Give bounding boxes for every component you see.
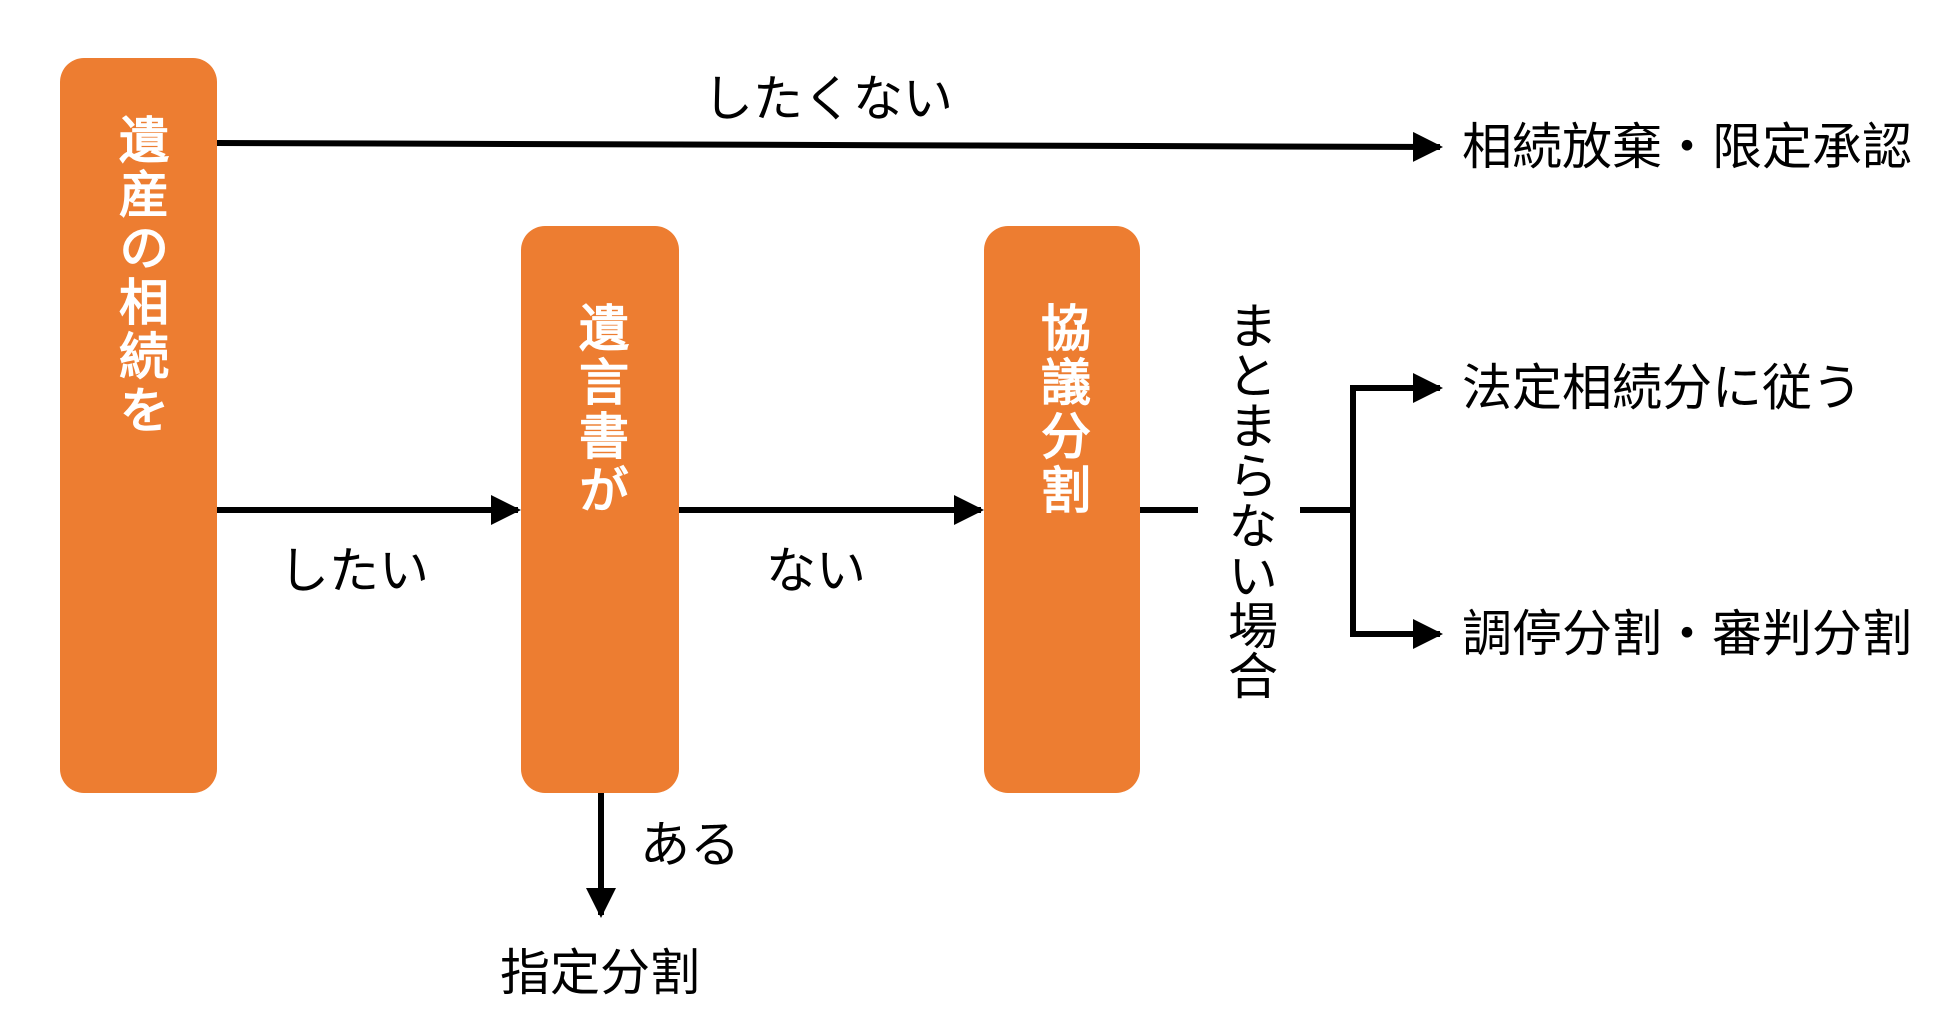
box-will: 遺言書が [521,226,679,793]
box-will-label: 遺言書が [571,302,629,518]
label-want: したい [279,542,429,600]
label-exists: ある [640,816,740,874]
outcome-statutory: 法定相続分に従う [1462,359,1862,417]
outcome-mediation: 調停分割・審判分割 [1462,605,1912,663]
box-inheritance-label: 遺産の相続を [111,114,169,438]
outcome-renounce: 相続放棄・限定承認 [1462,118,1912,176]
box-consultation: 協議分割 [984,226,1140,793]
outcome-designated: 指定分割 [500,944,700,1002]
label-dont-want: したくない [703,70,953,128]
box-inheritance: 遺産の相続を [60,58,217,793]
box-inheritance-shape [60,58,217,793]
box-consultation-shape [984,226,1140,793]
box-will-shape [521,226,679,793]
arrow-dont-want [216,131,1443,162]
label-none: ない [766,542,866,600]
box-consultation-label: 協議分割 [1033,302,1091,518]
label-not-settled: まとまらない場合 [1220,300,1278,700]
